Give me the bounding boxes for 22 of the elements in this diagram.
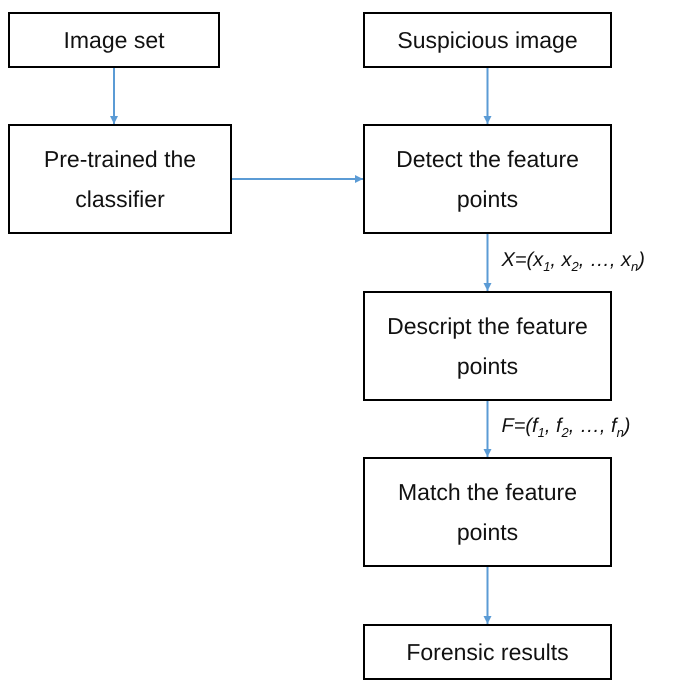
box-text: Image set <box>64 26 164 55</box>
arrow <box>484 234 492 291</box>
process-box <box>363 457 612 567</box>
process-box <box>8 124 232 234</box>
box-text: Suspicious image <box>397 26 578 55</box>
box-text: Forensic results <box>406 638 569 667</box>
box-text: Match the feature points <box>397 478 578 547</box>
arrow <box>484 401 492 457</box>
box-text: Descript the feature points <box>386 312 589 381</box>
process-box <box>363 624 612 680</box>
box-text: Detect the feature points <box>395 145 580 214</box>
box-text: Pre-trained the classifier <box>42 145 198 214</box>
process-box <box>363 12 612 68</box>
process-box <box>363 291 612 401</box>
arrow <box>232 175 363 183</box>
arrow <box>484 567 492 624</box>
arrow <box>484 68 492 124</box>
arrow <box>110 68 118 124</box>
edge-label: F=(f$_{1}$, f$_{2}$, …, f$_{n}$) <box>502 415 630 440</box>
edge-label: X=(x$_{1}$, x$_{2}$, …, x$_{n}$) <box>502 248 645 274</box>
process-box <box>8 12 220 68</box>
process-box <box>363 124 612 234</box>
